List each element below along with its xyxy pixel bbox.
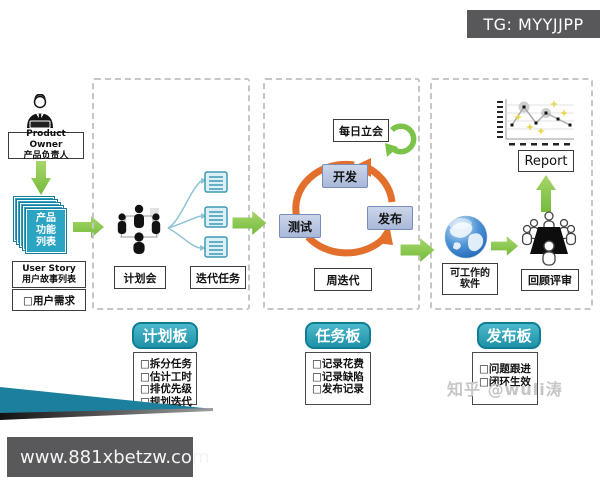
- arrow-up-icon: [536, 175, 556, 212]
- review-label: 回顾评审: [521, 269, 579, 291]
- checklist-item: □排优先级: [140, 383, 192, 395]
- board-task-list: □记录花费 □记录缺陷 □发布记录: [305, 352, 371, 405]
- arrow-right-icon: [232, 211, 267, 235]
- dev-step-label: 开发: [322, 164, 368, 188]
- checklist-item: □记录花费: [312, 358, 364, 370]
- report-label: Report: [518, 150, 574, 172]
- arrow-down-icon: [31, 161, 51, 195]
- tg-banner: TG: MYYJJPP: [467, 10, 600, 38]
- swoosh-decoration: [0, 387, 213, 420]
- connector-curves-icon: [167, 178, 207, 251]
- plan-meeting-label: 计划会: [114, 266, 166, 289]
- task-list-icon: [204, 171, 228, 193]
- board-task-title: 任务板: [305, 322, 371, 349]
- backlog-line: 功能: [36, 225, 56, 236]
- release-dashed-panel: [430, 78, 593, 310]
- board-release-title: 发布板: [477, 322, 541, 349]
- working-software-label: 可工作的 软件: [442, 263, 498, 295]
- weekly-iteration-label: 周迭代: [314, 268, 372, 291]
- board-release-list: □问题跟进 □闭环生效: [472, 352, 538, 405]
- product-backlog-cards: 产品 功能 列表: [14, 197, 72, 257]
- sprint-dashed-panel: [263, 78, 420, 310]
- checklist-item: □发布记录: [312, 383, 364, 395]
- checklist-item: □闭环生效: [479, 375, 531, 388]
- checklist-item: □问题跟进: [479, 363, 531, 375]
- backlog-line: 列表: [36, 237, 56, 248]
- arrow-right-icon: [73, 216, 104, 238]
- board-plan-title: 计划板: [132, 322, 198, 349]
- task-list-icon: [204, 236, 228, 258]
- user-need-label: □用户需求: [12, 289, 86, 311]
- watermark-text: 知乎 @wuli涛: [447, 380, 563, 399]
- checklist-item: □拆分任务: [140, 358, 192, 370]
- user-story-cn: 用户故事列表: [21, 274, 76, 285]
- working-software-line1: 可工作的: [450, 268, 490, 279]
- product-owner-cn: 产品负责人: [23, 151, 69, 161]
- site-banner: www.881xbetzw.com: [7, 437, 209, 477]
- working-software-line2: 软件: [460, 279, 480, 290]
- review-meeting-icon: [521, 211, 577, 266]
- plan-dashed-panel: [92, 78, 250, 310]
- product-backlog-front-card: 产品 功能 列表: [26, 209, 66, 253]
- arrow-right-icon: [400, 238, 435, 262]
- refresh-icon: [385, 123, 417, 157]
- chart-icon: [497, 99, 574, 146]
- test-step-label: 测试: [279, 214, 321, 238]
- product-owner-label: Product Owner 产品负责人: [8, 129, 84, 161]
- task-list-icon: [204, 206, 228, 228]
- daily-standup-label: 每日立会: [333, 119, 389, 142]
- iteration-tasks-label: 迭代任务: [190, 266, 246, 289]
- product-owner-en: Product Owner: [26, 129, 66, 150]
- user-story-en: User Story: [22, 263, 76, 274]
- product-owner-icon: [27, 94, 53, 129]
- backlog-line: 产品: [36, 213, 56, 224]
- arrow-right-icon: [491, 236, 519, 256]
- checklist-item: □记录缺陷: [312, 370, 364, 383]
- planning-meeting-icon: [117, 204, 161, 254]
- user-story-label: User Story 用户故事列表: [12, 261, 86, 288]
- release-step-label: 发布: [367, 206, 413, 230]
- checklist-item: □估计工时: [140, 370, 192, 383]
- globe-icon: [444, 215, 488, 259]
